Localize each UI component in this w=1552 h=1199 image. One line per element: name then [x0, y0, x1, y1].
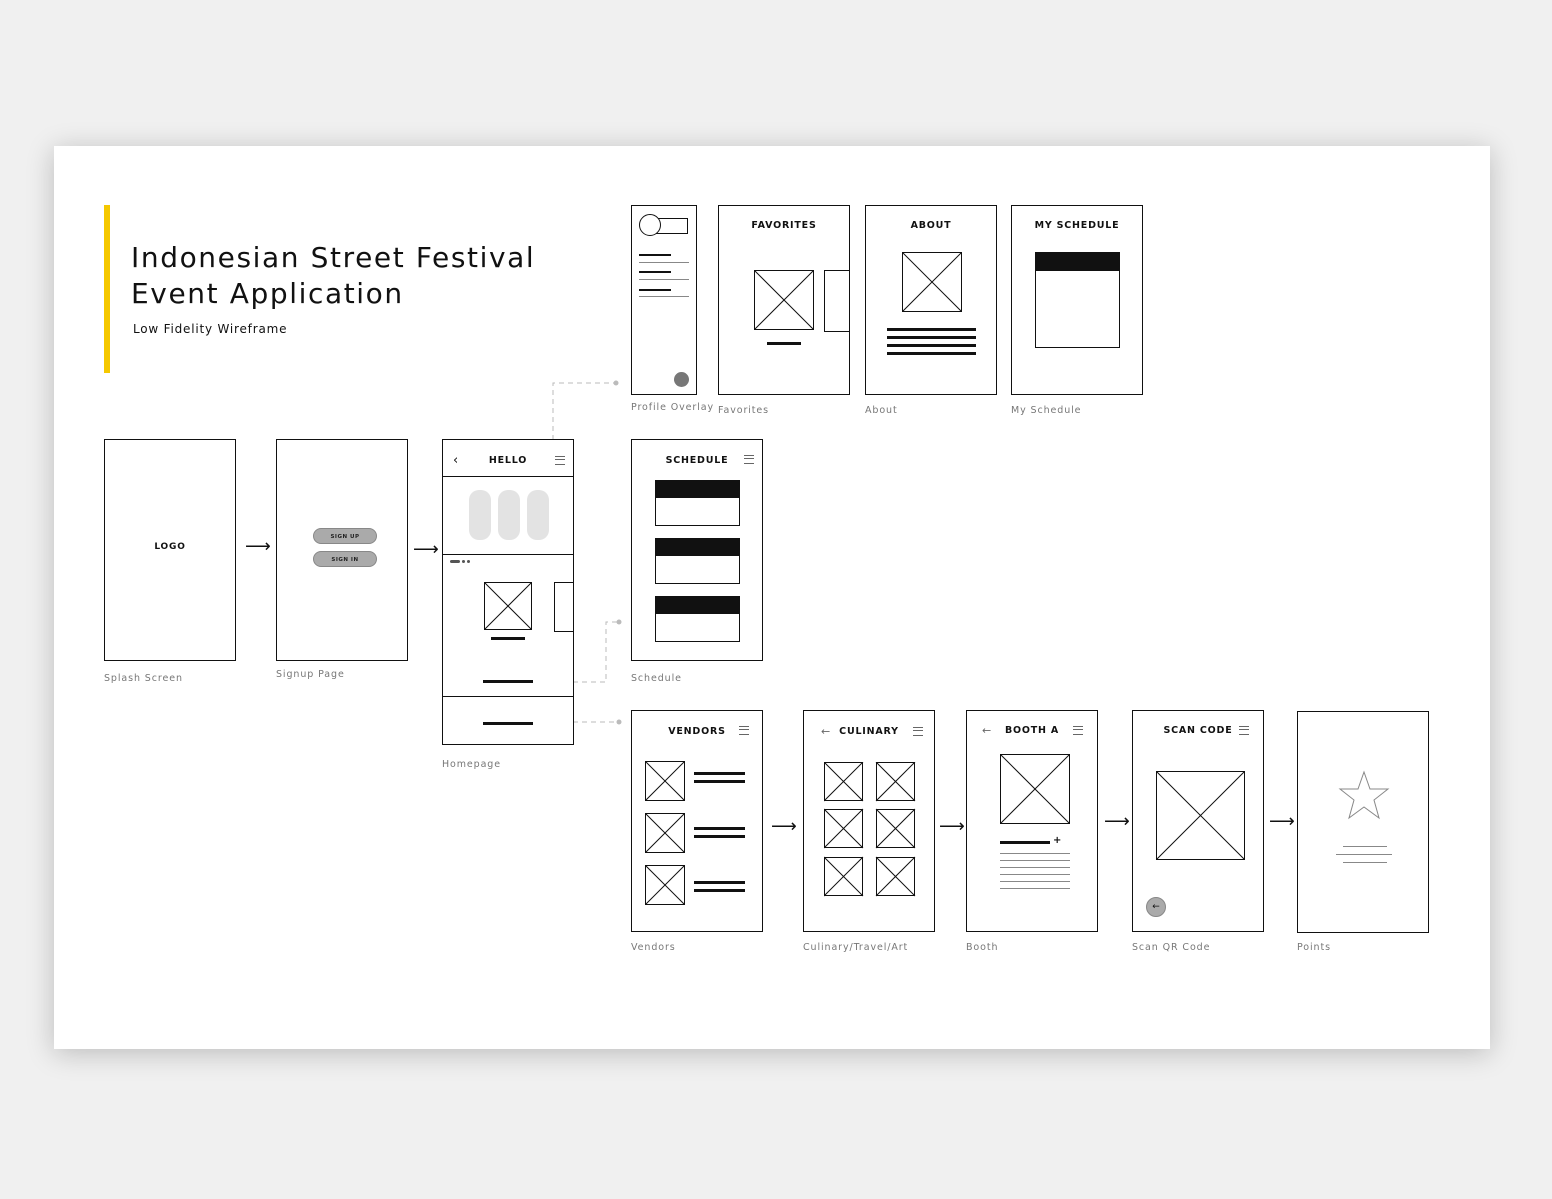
text-line: [491, 637, 525, 640]
about-header: ABOUT: [910, 220, 952, 231]
caption-culinary: Culinary/Travel/Art: [803, 942, 909, 953]
close-button[interactable]: [674, 372, 689, 387]
booth-frame: ← BOOTH A +: [966, 710, 1098, 932]
culinary-header: CULINARY: [839, 726, 899, 737]
caption-points: Points: [1297, 942, 1331, 953]
scan-code-header: SCAN CODE: [1163, 725, 1233, 736]
image-placeholder-icon: [645, 865, 685, 905]
caption-about: About: [865, 405, 898, 416]
category-card[interactable]: [527, 490, 549, 540]
caption-favorites: Favorites: [718, 405, 770, 416]
my-schedule-header: MY SCHEDULE: [1034, 220, 1120, 231]
title-line-2: Event Application: [131, 277, 404, 310]
booth-header: BOOTH A: [1004, 725, 1060, 736]
divider: [443, 554, 573, 555]
points-frame: [1297, 711, 1429, 933]
menu-icon[interactable]: [1073, 726, 1083, 735]
back-arrow-icon[interactable]: ‹: [453, 453, 459, 468]
favorites-header: FAVORITES: [751, 220, 817, 231]
menu-icon[interactable]: [555, 456, 565, 465]
caption-home: Homepage: [442, 759, 501, 770]
caption-signup: Signup Page: [276, 669, 345, 680]
caption-profile: Profile Overlay: [631, 402, 714, 413]
image-grid: [824, 762, 916, 897]
profile-overlay-frame: [631, 205, 697, 395]
accent-bar: [104, 205, 110, 373]
schedule-card[interactable]: [655, 538, 740, 584]
page-subtitle: Low Fidelity Wireframe: [133, 322, 288, 336]
scan-code-frame: SCAN CODE ←: [1132, 710, 1264, 932]
caption-scan: Scan QR Code: [1132, 942, 1211, 953]
sign-in-button[interactable]: SIGN IN: [313, 551, 377, 567]
image-placeholder-icon: [902, 252, 962, 312]
homepage-frame: ‹ HELLO: [442, 439, 574, 745]
arrow-right-icon: ⟶: [245, 536, 271, 557]
vendors-frame: VENDORS: [631, 710, 763, 932]
menu-icon[interactable]: [739, 726, 749, 735]
schedule-card[interactable]: [655, 480, 740, 526]
arrow-right-icon: ⟶: [771, 816, 797, 837]
schedule-header: SCHEDULE: [665, 455, 729, 466]
category-card[interactable]: [498, 490, 520, 540]
menu-icon[interactable]: [744, 455, 754, 464]
caption-my-schedule: My Schedule: [1011, 405, 1082, 416]
caption-booth: Booth: [966, 942, 999, 953]
connector-profile: [552, 382, 616, 440]
menu-icon[interactable]: [913, 727, 923, 736]
text-line: [483, 680, 533, 683]
image-placeholder-icon: [1000, 754, 1070, 824]
logo-placeholder: LOGO: [154, 542, 186, 552]
home-header: HELLO: [488, 455, 528, 466]
back-arrow-icon[interactable]: ←: [821, 725, 831, 738]
image-placeholder-icon: [645, 813, 685, 853]
arrow-right-icon: ⟶: [413, 539, 439, 560]
schedule-frame: SCHEDULE: [631, 439, 763, 661]
card-peek: [554, 582, 573, 632]
star-icon: [1338, 770, 1390, 820]
image-placeholder-icon: [754, 270, 814, 330]
about-frame: ABOUT: [865, 205, 997, 395]
divider: [443, 476, 573, 477]
my-schedule-frame: MY SCHEDULE: [1011, 205, 1143, 395]
divider: [443, 696, 573, 697]
culinary-frame: ← CULINARY: [803, 710, 935, 932]
calendar-card[interactable]: [1035, 252, 1120, 348]
category-card[interactable]: [469, 490, 491, 540]
qr-scanner-placeholder: [1156, 771, 1245, 860]
caption-schedule: Schedule: [631, 673, 682, 684]
plus-icon[interactable]: +: [1053, 835, 1062, 846]
connector-schedule: [573, 621, 619, 683]
caption-splash: Splash Screen: [104, 673, 183, 684]
avatar[interactable]: [639, 214, 661, 236]
page-title: Indonesian Street Festival Event Applica…: [131, 240, 535, 312]
signup-page-frame: SIGN UP SIGN IN: [276, 439, 408, 661]
splash-screen-frame: LOGO: [104, 439, 236, 661]
sign-up-button[interactable]: SIGN UP: [313, 528, 377, 544]
favorites-frame: FAVORITES: [718, 205, 850, 395]
caption-vendors: Vendors: [631, 942, 676, 953]
text-line: [483, 722, 533, 725]
arrow-right-icon: ⟶: [939, 816, 965, 837]
back-button[interactable]: ←: [1146, 897, 1166, 917]
menu-icon[interactable]: [1239, 726, 1249, 735]
carousel-dots: [450, 560, 460, 563]
image-placeholder-icon: [645, 761, 685, 801]
image-placeholder-icon: [484, 582, 532, 630]
back-arrow-icon[interactable]: ←: [982, 724, 992, 737]
arrow-right-icon: ⟶: [1269, 811, 1295, 832]
title-line-1: Indonesian Street Festival: [131, 241, 536, 274]
arrow-right-icon: ⟶: [1104, 811, 1130, 832]
vendors-header: VENDORS: [668, 726, 726, 737]
schedule-card[interactable]: [655, 596, 740, 642]
